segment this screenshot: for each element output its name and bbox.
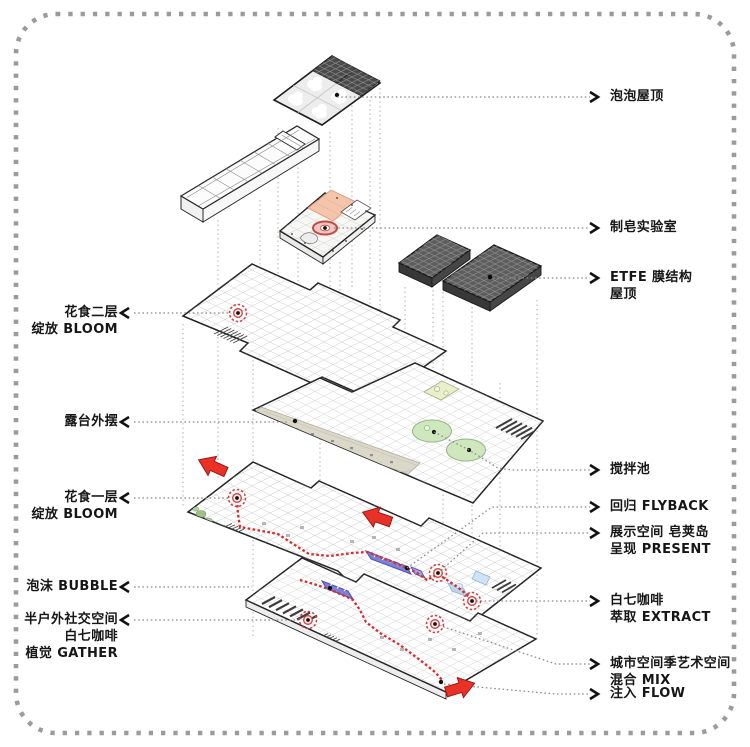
leader-anchor-dot: [438, 679, 444, 685]
stairs: [213, 326, 248, 344]
label-line: 呈现 PRESENT: [610, 542, 711, 557]
label-foam: 泡沫 BUBBLE: [0, 578, 118, 595]
label-flyback: 回归 FLYBACK: [610, 498, 709, 515]
label-line: 城市空间季艺术空间: [610, 656, 731, 671]
pergola-bars: [495, 418, 538, 440]
label-gather: 半户外社交空间 白七咖啡 植觉 GATHER: [0, 611, 118, 662]
label-line: 制皂实验室: [610, 220, 678, 235]
label-line: 回归 FLYBACK: [610, 499, 709, 514]
label-line: 半户外社交空间: [24, 612, 118, 627]
soap-pot-marker: [312, 220, 338, 236]
label-line: 花食一层: [64, 490, 118, 505]
label-line: 屋顶: [610, 287, 637, 302]
label-line: 泡沫 BUBBLE: [26, 579, 118, 594]
label-mixing-pool: 搅拌池: [610, 461, 650, 478]
label-line: 展示空间 皂荚岛: [610, 525, 709, 540]
label-line: 搅拌池: [610, 462, 651, 477]
mixing-pools: [412, 419, 486, 462]
label-line: 白七咖啡: [610, 593, 664, 608]
label-line: ETFE 膜结构: [610, 270, 693, 285]
label-bloom-2f: 花食二层 绽放 BLOOM: [0, 304, 118, 338]
leader-anchor-dot: [292, 418, 298, 424]
etfe-roof-layer: [397, 234, 543, 312]
label-line: 露台外摆: [64, 414, 118, 429]
label-soap-lab: 制皂实验室: [610, 219, 677, 236]
furniture: [380, 632, 482, 651]
leader-lines: [134, 96, 590, 695]
label-present: 展示空间 皂荚岛 呈现 PRESENT: [610, 524, 711, 558]
label-bloom-1f: 花食一层 绽放 BLOOM: [0, 489, 118, 523]
label-line: 绽放 BLOOM: [31, 507, 118, 522]
label-line: 绽放 BLOOM: [31, 322, 118, 337]
leader-anchor-dot: [334, 92, 340, 98]
label-bubble-roof: 泡泡屋顶: [610, 88, 664, 105]
soap-lab-layer: [278, 189, 377, 265]
label-mix: 城市空间季艺术空间 混合 MIX: [610, 655, 731, 689]
label-line: 白七咖啡: [64, 629, 118, 644]
green-room: [423, 380, 460, 401]
label-line: 泡泡屋顶: [610, 89, 664, 104]
label-line: 注入 FLOW: [610, 686, 686, 701]
label-line: 混合 MIX: [610, 673, 671, 688]
terrace-deck: [253, 406, 421, 475]
label-flow: 注入 FLOW: [610, 685, 685, 702]
label-extract: 白七咖啡 萃取 EXTRACT: [610, 592, 711, 626]
label-terrace: 露台外摆: [0, 413, 118, 430]
bubble-roof-layer: [272, 55, 382, 126]
label-line: 植觉 GATHER: [25, 646, 118, 661]
label-etfe-roof: ETFE 膜结构 屋顶: [610, 269, 692, 303]
label-line: 花食二层: [64, 305, 118, 320]
label-line: 萃取 EXTRACT: [610, 610, 711, 625]
wall-posts: [291, 197, 367, 252]
wireframe-bar-building: [179, 125, 321, 223]
canopy-bars: [261, 596, 318, 624]
leader-anchor-dot: [487, 274, 493, 280]
leader-arrowhead-icons: [118, 90, 601, 701]
furniture: [262, 522, 400, 551]
